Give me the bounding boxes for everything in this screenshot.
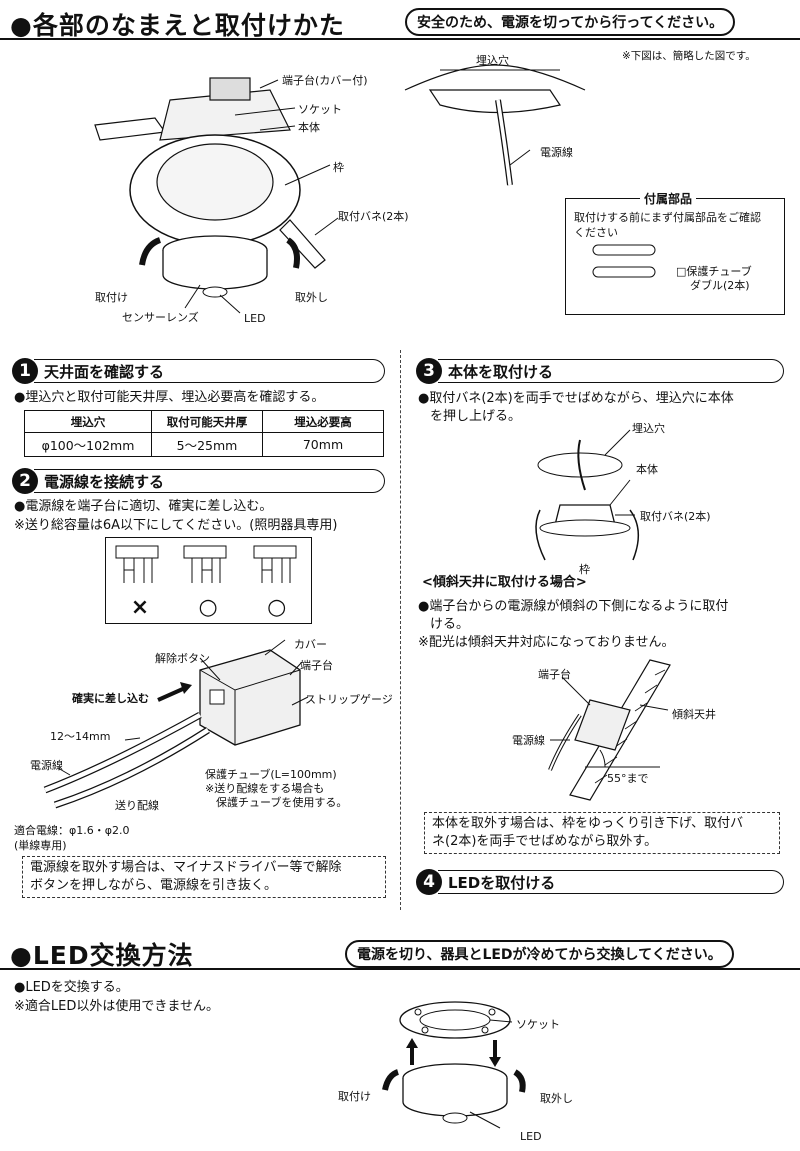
body-removal-note-1: 本体を取外す場合は、枠をゆっくり引き下げ、取付バ	[432, 816, 744, 831]
accessories-title: 付属部品	[640, 190, 697, 207]
header-cell: 埋込必要高	[262, 410, 384, 433]
label-led: LED	[244, 312, 266, 325]
label-led: LED	[520, 1130, 542, 1143]
label-power-cable: 電源線	[512, 734, 545, 747]
label-terminal: 端子台	[300, 659, 333, 672]
value-cell: 70mm	[262, 432, 384, 457]
removal-note-2: ボタンを押しながら、電源線を引き抜く。	[30, 878, 278, 893]
header-rule	[0, 38, 800, 40]
label-frame: 枠	[579, 563, 590, 576]
step-title: 電源線を接続する	[34, 469, 385, 493]
value-cell: 5〜25mm	[151, 432, 263, 457]
label-hole: 埋込穴	[476, 54, 509, 67]
led-desc-1: ●LEDを交換する。	[14, 980, 129, 995]
protective-tube-illustration	[592, 244, 656, 278]
label-terminal-block: 端子台(カバー付)	[282, 74, 368, 87]
led-replacement-illustration	[382, 1001, 526, 1129]
label-single-wire-only: (単線専用)	[14, 839, 67, 852]
spec-table: 埋込穴 取付可能天井厚 埋込必要高 φ100〜102mm 5〜25mm 70mm	[24, 410, 384, 457]
step-1-header: 1 天井面を確認する	[12, 358, 385, 384]
label-frame: 枠	[333, 161, 344, 174]
slope-desc-2: ける。	[430, 617, 470, 632]
step-2-desc-2: ※送り総容量は6A以下にしてください。(照明器具専用)	[14, 518, 338, 533]
label-cover: カバー	[294, 638, 327, 651]
label-attach: 取付け	[95, 291, 128, 304]
column-divider	[400, 350, 401, 910]
removal-note-1: 電源線を取外す場合は、マイナスドライバー等で解除	[30, 860, 342, 875]
step-4-header: 4 LEDを取付ける	[416, 869, 784, 895]
accessories-desc-1: 取付けする前にまず付属部品をご確認	[574, 211, 761, 224]
step-3-header: 3 本体を取付ける	[416, 358, 784, 384]
label-body: 本体	[636, 463, 658, 476]
label-compatible-wire: 適合電線：φ1.6・φ2.0	[14, 824, 130, 837]
led-desc-2: ※適合LED以外は使用できません。	[14, 999, 219, 1014]
step-number: 4	[416, 869, 442, 895]
header-cell: 埋込穴	[24, 410, 152, 433]
label-strip-gauge: ストリップゲージ	[305, 693, 393, 706]
simplified-note: ※下図は、簡略した図です。	[622, 50, 756, 62]
install-body-illustration	[535, 429, 639, 561]
step-title: LEDを取付ける	[438, 870, 784, 894]
label-cable: 電源線	[540, 146, 573, 159]
label-strip-length: 12〜14mm	[50, 730, 111, 743]
label-sensor-lens: センサーレンズ	[122, 311, 199, 324]
step-2-desc-1: ●電源線を端子台に適切、確実に差し込む。	[14, 499, 273, 514]
step-3-desc-1: ●取付バネ(2本)を両手でせばめながら、埋込穴に本体	[418, 391, 734, 406]
step-3-desc-2: を押し上げる。	[430, 409, 522, 424]
slope-desc-3: ※配光は傾斜天井対応になっておりません。	[418, 635, 675, 650]
step-title: 天井面を確認する	[34, 359, 385, 383]
label-feed-wiring: 送り配線	[115, 799, 159, 812]
wiring-mark-ok: ○	[267, 595, 287, 620]
led-section-rule	[0, 968, 800, 970]
led-cooling-notice: 電源を切り、器具とLEDが冷めてから交換してください。	[345, 940, 734, 968]
label-tube-note-1: ※送り配線をする場合も	[205, 782, 325, 795]
page-title: ●各部のなまえと取付けかた	[10, 11, 345, 40]
body-removal-note-2: ネ(2本)を両手でせばめながら取外す。	[432, 834, 658, 849]
tube-label-2: ダブル(2本)	[690, 279, 750, 292]
fixture-parts-illustration	[94, 77, 339, 314]
label-terminal: 端子台	[538, 668, 571, 681]
label-hole: 埋込穴	[632, 422, 665, 435]
wiring-patterns	[115, 545, 297, 583]
label-detach: 取外し	[540, 1092, 573, 1105]
removal-note-box	[22, 856, 386, 898]
wiring-patterns-box: × ○ ○	[105, 537, 312, 624]
step-number: 3	[416, 358, 442, 384]
step-number: 2	[12, 468, 38, 494]
safety-notice: 安全のため、電源を切ってから行ってください。	[405, 8, 736, 36]
step-title: 本体を取付ける	[438, 359, 784, 383]
label-release-button: 解除ボタン	[155, 652, 210, 665]
label-spring: 取付バネ(2本)	[338, 210, 409, 223]
led-section-title: ●LED交換方法	[10, 941, 194, 970]
label-max-angle: 55°まで	[607, 772, 649, 785]
value-cell: φ100〜102mm	[24, 432, 152, 457]
label-protective-tube: 保護チューブ(L=100mm)	[205, 768, 337, 781]
slope-title: <傾斜天井に取付ける場合>	[422, 575, 587, 590]
slope-desc-1: ●端子台からの電源線が傾斜の下側になるように取付	[418, 599, 729, 614]
tube-label-1: □保護チューブ	[676, 265, 752, 278]
label-power-cable: 電源線	[30, 759, 63, 772]
terminal-connection-illustration	[43, 639, 309, 809]
step-2-header: 2 電源線を接続する	[12, 468, 385, 494]
label-socket: ソケット	[516, 1018, 560, 1031]
label-insert: 確実に差し込む	[72, 692, 149, 705]
header-cell: 取付可能天井厚	[151, 410, 263, 433]
label-sloped-ceiling: 傾斜天井	[672, 708, 716, 721]
step-number: 1	[12, 358, 38, 384]
step-1-desc: ●埋込穴と取付可能天井厚、埋込必要高を確認する。	[14, 390, 325, 405]
ceiling-hole-illustration	[404, 64, 586, 186]
label-attach: 取付け	[338, 1090, 371, 1103]
accessories-desc-2: ください	[574, 226, 618, 239]
wiring-mark-ng: ×	[130, 595, 150, 620]
label-detach: 取外し	[295, 291, 328, 304]
label-main-body: 本体	[298, 121, 320, 134]
wiring-mark-ok: ○	[198, 595, 218, 620]
body-removal-note-box	[424, 812, 780, 854]
label-spring: 取付バネ(2本)	[640, 510, 711, 523]
label-socket: ソケット	[298, 103, 342, 116]
sloped-ceiling-illustration	[548, 659, 671, 801]
label-tube-note-2: 保護チューブを使用する。	[216, 796, 348, 809]
